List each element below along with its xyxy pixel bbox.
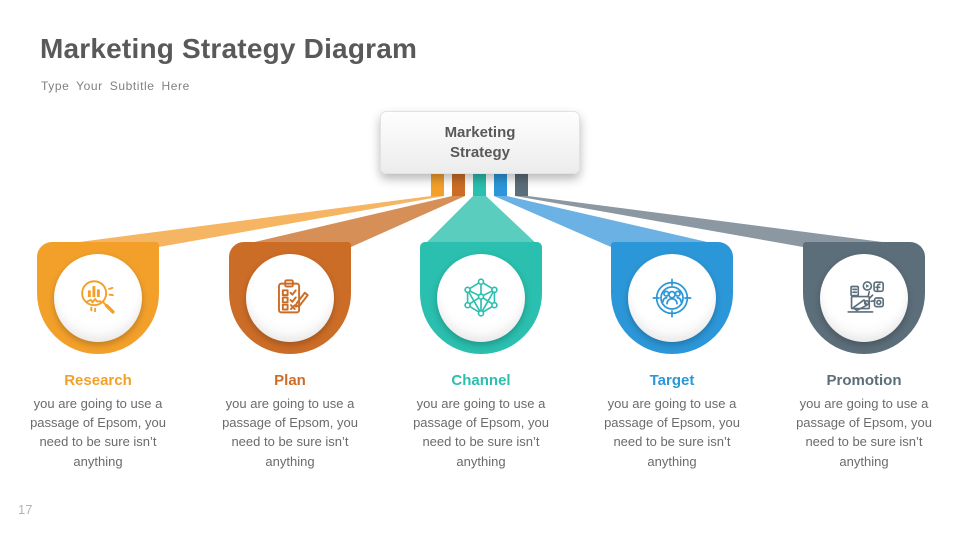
item-channel: Channel you are going to use a passage o… — [396, 372, 566, 471]
ribbon-promotion — [515, 196, 921, 247]
icon-circle — [628, 254, 716, 342]
item-research: Research you are going to use a passage … — [13, 372, 183, 471]
center-box: Marketing Strategy — [380, 111, 580, 174]
stub-channel — [473, 172, 486, 196]
icon-circle — [437, 254, 525, 342]
megaphone-promotion-icon — [847, 281, 884, 313]
stub-plan — [452, 172, 465, 196]
badge-plan — [229, 242, 351, 354]
item-label: Channel — [451, 372, 511, 389]
item-description: you are going to use a passage of Epsom,… — [30, 396, 166, 469]
target-audience-icon — [652, 278, 692, 318]
ribbon-channel — [422, 196, 540, 247]
magnifier-analytics-icon — [81, 280, 115, 314]
clipboard-checklist-icon — [278, 279, 309, 314]
item-label: Plan — [274, 372, 306, 389]
center-box-line1: Marketing — [444, 124, 516, 141]
badge-promotion — [803, 242, 925, 354]
network-channel-icon — [464, 278, 498, 317]
slide-title: Marketing Strategy Diagram — [40, 33, 418, 64]
item-description: you are going to use a passage of Epsom,… — [604, 396, 740, 469]
slide-subtitle: Type Your Subtitle Here — [41, 79, 190, 93]
ribbon-target — [494, 196, 729, 247]
icon-circle — [246, 254, 334, 342]
item-promotion: Promotion you are going to use a passage… — [779, 372, 949, 471]
icon-circle — [54, 254, 142, 342]
badge-research — [37, 242, 159, 354]
badge-target — [611, 242, 733, 354]
center-box-line2: Strategy — [449, 143, 511, 161]
item-description: you are going to use a passage of Epsom,… — [796, 396, 932, 469]
stub-promotion — [515, 172, 528, 196]
item-description: you are going to use a passage of Epsom,… — [222, 396, 358, 469]
ribbon-research — [41, 196, 444, 247]
icon-circle — [820, 254, 908, 342]
item-label: Target — [649, 372, 695, 389]
item-target: Target you are going to use a passage of… — [587, 372, 757, 471]
item-description: you are going to use a passage of Epsom,… — [413, 396, 549, 469]
item-label: Research — [64, 372, 132, 389]
item-plan: Plan you are going to use a passage of E… — [205, 372, 375, 471]
ribbon-plan — [233, 196, 465, 247]
badge-channel — [420, 242, 542, 354]
page-number: 17 — [18, 502, 33, 517]
stub-research — [431, 172, 444, 196]
stub-target — [494, 172, 507, 196]
item-label: Promotion — [826, 372, 902, 389]
